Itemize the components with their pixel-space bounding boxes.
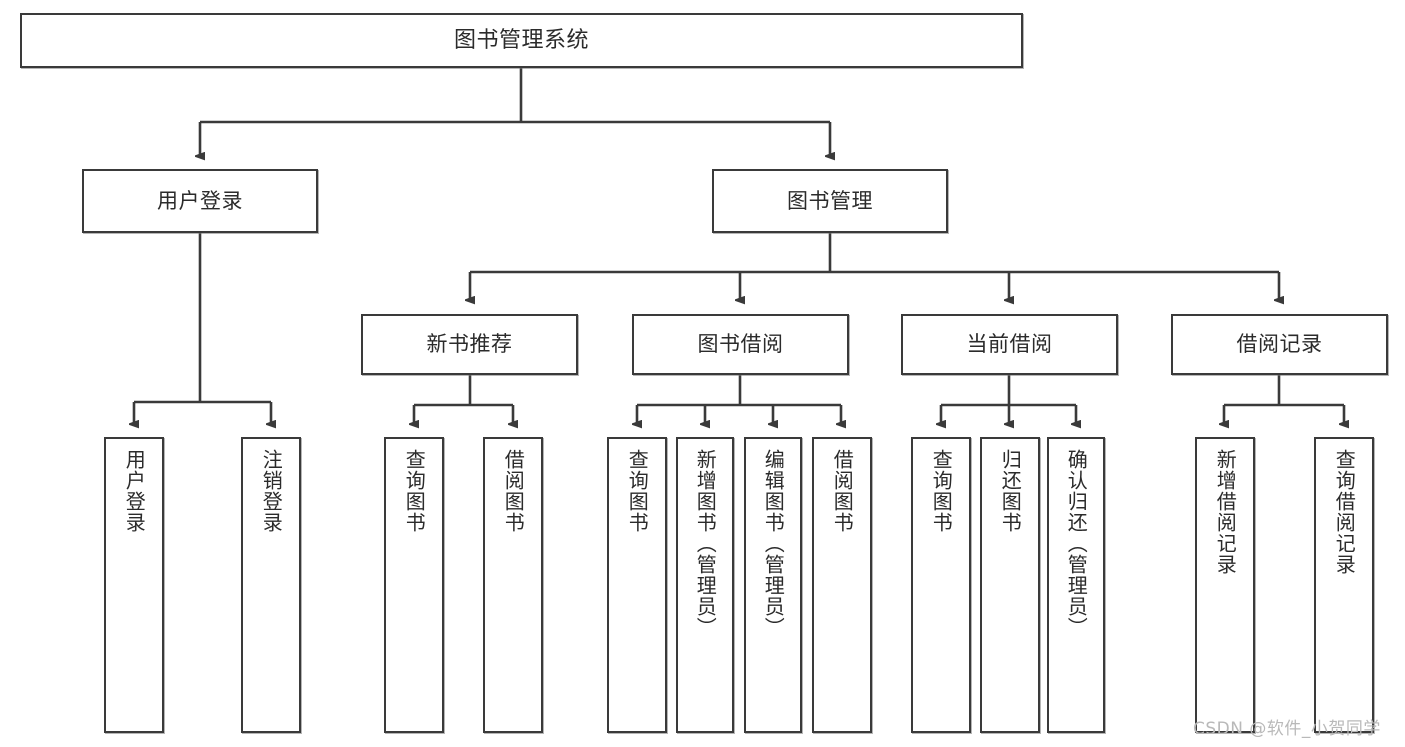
leaf-new-book-query-label: 查询图书	[402, 449, 427, 533]
leaf-borrow-record-add-label: 新增借阅记录	[1213, 449, 1238, 575]
node-new-book-recommend-label: 新书推荐	[426, 332, 513, 357]
leaf-new-book-borrow[interactable]: 借阅图书	[483, 437, 543, 733]
leaf-current-borrow-confirm[interactable]: 确认归还（管理员）	[1047, 437, 1105, 733]
leaf-book-borrow-add[interactable]: 新增图书（管理员）	[676, 437, 734, 733]
leaf-book-borrow-borrow-label: 借阅图书	[830, 449, 855, 533]
node-book-management-label: 图书管理	[787, 188, 873, 213]
leaf-book-borrow-edit[interactable]: 编辑图书（管理员）	[744, 437, 802, 733]
leaf-current-borrow-return-label: 归还图书	[998, 449, 1023, 533]
leaf-book-borrow-borrow[interactable]: 借阅图书	[812, 437, 872, 733]
node-new-book-recommend[interactable]: 新书推荐	[361, 314, 578, 375]
node-current-borrow-label: 当前借阅	[966, 332, 1053, 357]
node-root[interactable]: 图书管理系统	[20, 13, 1023, 68]
node-borrow-record-label: 借阅记录	[1236, 332, 1323, 357]
leaf-current-borrow-query[interactable]: 查询图书	[911, 437, 971, 733]
node-user-login-label: 用户登录	[157, 188, 243, 213]
leaf-user-login-signin[interactable]: 用户登录	[104, 437, 164, 733]
csdn-watermark: CSDN @软件_小贺同学	[1193, 719, 1381, 739]
node-book-management[interactable]: 图书管理	[712, 169, 948, 233]
leaf-book-borrow-query[interactable]: 查询图书	[607, 437, 667, 733]
leaf-user-login-signout-label: 注销登录	[259, 449, 284, 533]
node-root-label: 图书管理系统	[453, 27, 589, 53]
leaf-book-borrow-add-label: 新增图书（管理员）	[693, 449, 718, 638]
leaf-borrow-record-query[interactable]: 查询借阅记录	[1314, 437, 1374, 733]
leaf-book-borrow-query-label: 查询图书	[625, 449, 650, 533]
leaf-current-borrow-return[interactable]: 归还图书	[980, 437, 1040, 733]
node-current-borrow[interactable]: 当前借阅	[901, 314, 1118, 375]
node-book-borrow-label: 图书借阅	[697, 332, 784, 357]
leaf-current-borrow-query-label: 查询图书	[929, 449, 954, 533]
leaf-new-book-query[interactable]: 查询图书	[384, 437, 444, 733]
node-borrow-record[interactable]: 借阅记录	[1171, 314, 1388, 375]
leaf-user-login-signin-label: 用户登录	[122, 449, 147, 533]
leaf-book-borrow-edit-label: 编辑图书（管理员）	[761, 449, 786, 638]
node-book-borrow[interactable]: 图书借阅	[632, 314, 849, 375]
leaf-borrow-record-query-label: 查询借阅记录	[1332, 449, 1357, 575]
leaf-user-login-signout[interactable]: 注销登录	[241, 437, 301, 733]
node-user-login[interactable]: 用户登录	[82, 169, 318, 233]
leaf-current-borrow-confirm-label: 确认归还（管理员）	[1064, 449, 1089, 638]
leaf-new-book-borrow-label: 借阅图书	[501, 449, 526, 533]
leaf-borrow-record-add[interactable]: 新增借阅记录	[1195, 437, 1255, 733]
